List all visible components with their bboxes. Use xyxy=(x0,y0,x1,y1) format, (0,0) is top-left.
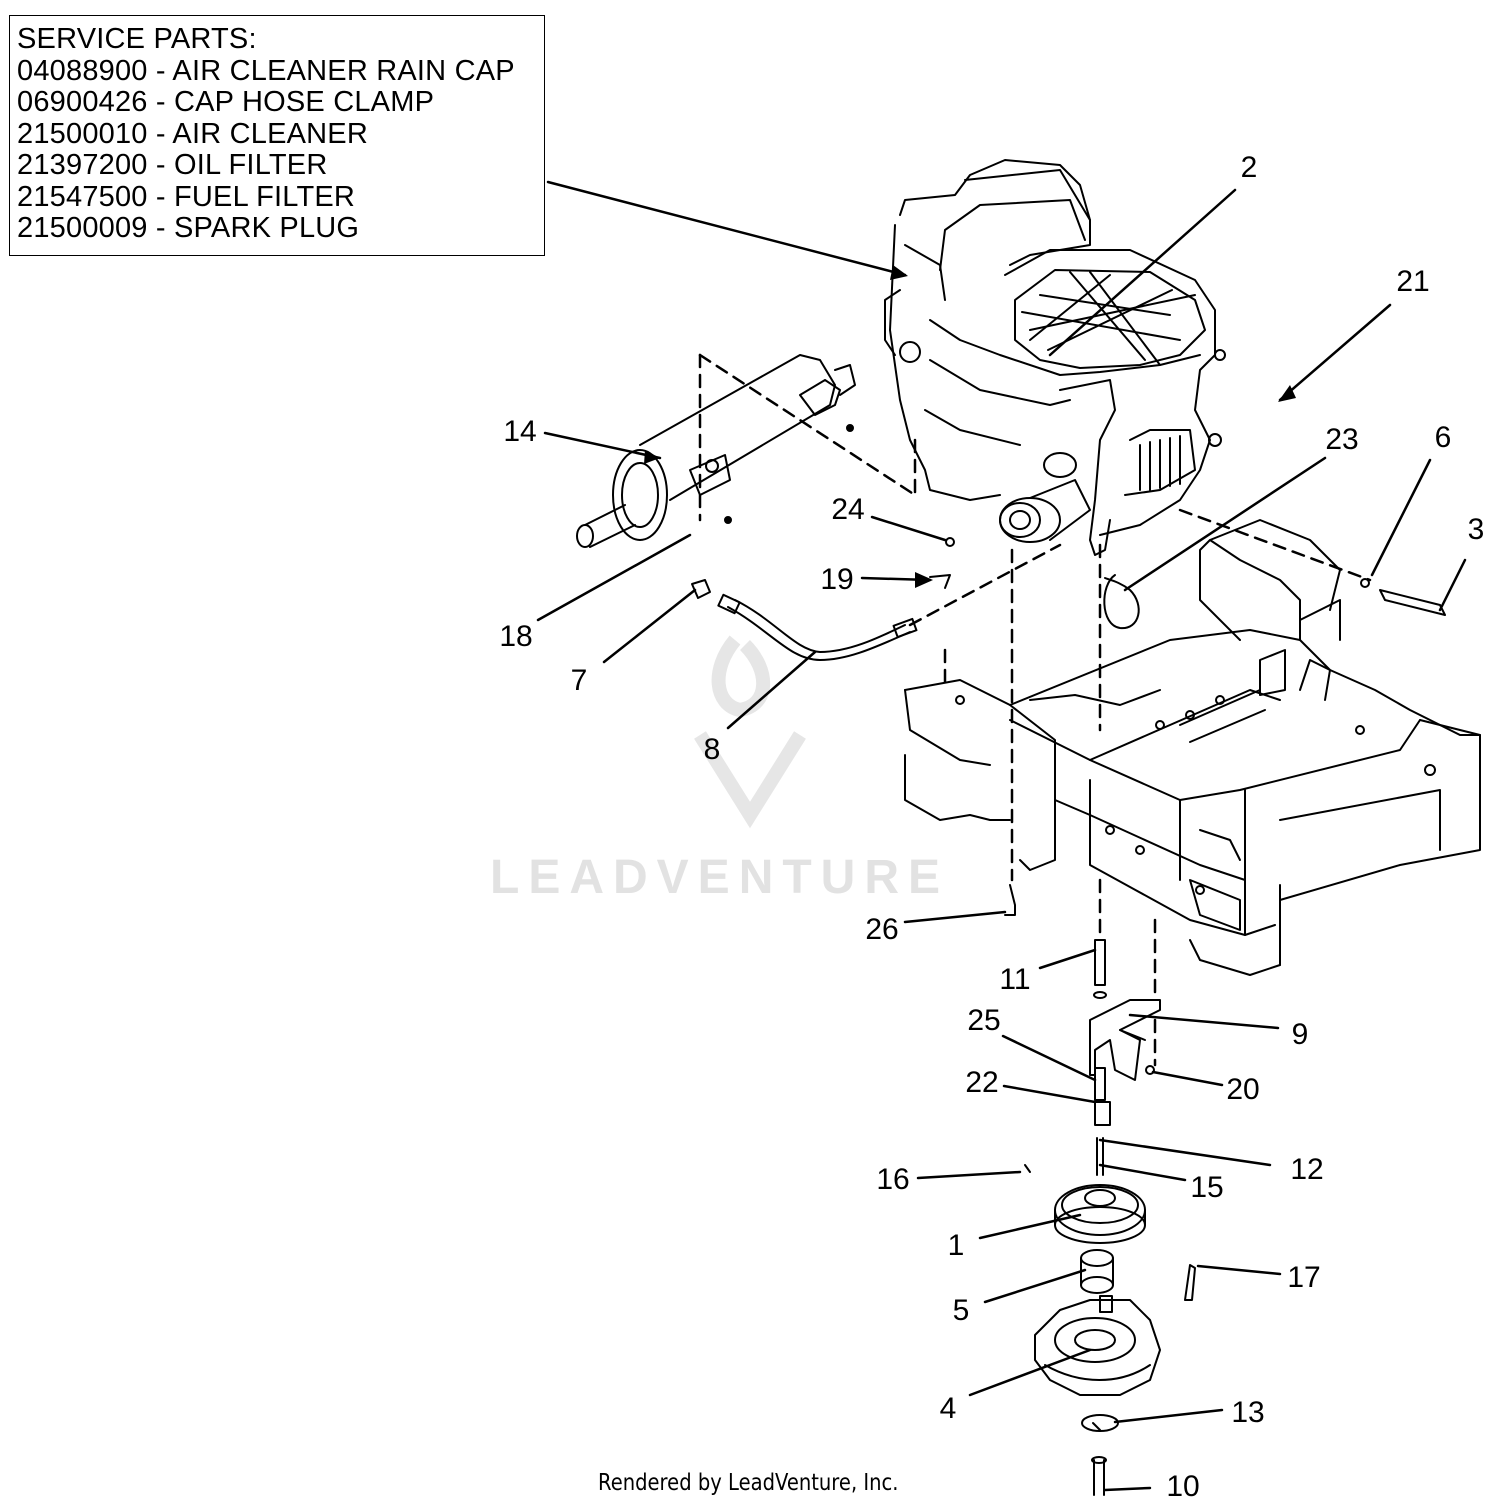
leader-lines xyxy=(536,180,1467,1492)
callout-23: 23 xyxy=(1325,423,1359,456)
engine xyxy=(884,159,1226,556)
callout-12: 12 xyxy=(1290,1153,1324,1186)
callout-10: 10 xyxy=(1166,1470,1200,1503)
callout-5: 5 xyxy=(952,1294,970,1327)
callout-15: 15 xyxy=(1190,1171,1224,1204)
callout-3: 3 xyxy=(1467,513,1485,546)
muffler xyxy=(576,354,856,548)
service-parts-box: SERVICE PARTS: 04088900 - AIR CLEANER RA… xyxy=(9,15,545,256)
fuel-hose xyxy=(717,593,918,661)
callout-1: 1 xyxy=(947,1229,965,1262)
callout-8: 8 xyxy=(703,733,721,766)
service-part-item: 06900426 - CAP HOSE CLAMP xyxy=(17,86,435,118)
footer-credit: Rendered by LeadVenture, Inc. xyxy=(598,1470,899,1496)
service-part-item: 21500010 - AIR CLEANER xyxy=(17,117,368,150)
callout-2: 2 xyxy=(1240,151,1258,184)
watermark-text: LEADVENTURE xyxy=(490,851,950,904)
service-parts-heading: SERVICE PARTS: xyxy=(17,23,257,55)
hardware xyxy=(691,537,1446,1496)
callout-11: 11 xyxy=(999,963,1031,996)
callout-22: 22 xyxy=(965,1066,999,1099)
service-part-item: 04088900 - AIR CLEANER RAIN CAP xyxy=(17,54,515,87)
assembly-lines xyxy=(698,353,1372,1067)
arrowheads xyxy=(644,265,1296,588)
callout-20: 20 xyxy=(1226,1073,1260,1106)
callout-16: 16 xyxy=(876,1163,910,1196)
callout-14: 14 xyxy=(503,415,537,448)
callout-6: 6 xyxy=(1434,421,1452,454)
callout-26: 26 xyxy=(865,913,899,946)
callout-25: 25 xyxy=(967,1004,1001,1037)
callout-9: 9 xyxy=(1291,1018,1309,1051)
callout-13: 13 xyxy=(1231,1396,1265,1429)
callout-7: 7 xyxy=(570,664,588,697)
callout-24: 24 xyxy=(831,493,865,526)
callout-21: 21 xyxy=(1396,265,1430,298)
service-part-item: 21547500 - FUEL FILTER xyxy=(17,180,356,213)
callout-17: 17 xyxy=(1287,1261,1321,1294)
service-part-item: 21397200 - OIL FILTER xyxy=(17,149,328,181)
watermark-logo xyxy=(694,635,806,829)
callout-18: 18 xyxy=(499,620,533,653)
service-part-item: 21500009 - SPARK PLUG xyxy=(17,212,360,244)
callout-4: 4 xyxy=(939,1392,957,1425)
chassis-frame xyxy=(904,519,1481,976)
callout-19: 19 xyxy=(820,563,854,596)
